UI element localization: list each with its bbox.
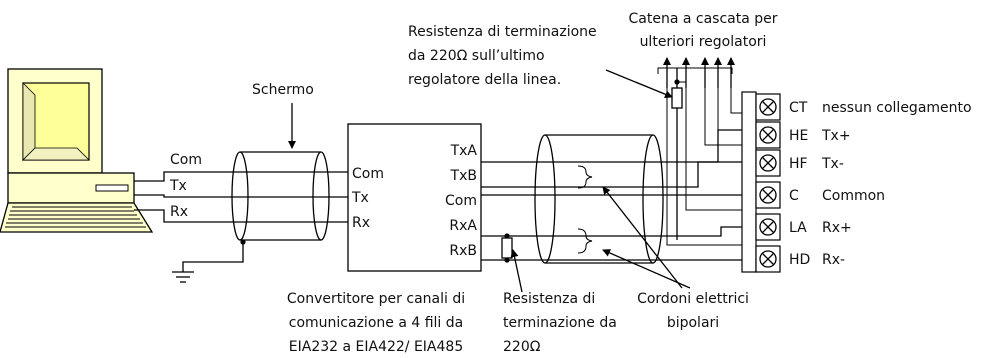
keyboard xyxy=(0,202,154,233)
bus-lines xyxy=(481,129,742,261)
converter-caption-line3: EIA232 a EIA422/ EIA485 xyxy=(289,339,463,355)
term-top-line2: da 220Ω sull’ultimo xyxy=(408,48,545,64)
terminal-la-function: Rx+ xyxy=(822,220,852,236)
conv-left-tx: Tx xyxy=(351,190,369,206)
cables-caption-line1: Cordoni elettrici xyxy=(637,291,749,307)
terminal-block xyxy=(741,91,781,273)
conv-left-com: Com xyxy=(352,166,384,182)
ground-symbol xyxy=(172,239,246,283)
pc-computer xyxy=(0,68,154,233)
converter-box xyxy=(347,123,482,272)
terminal-ct-code: CT xyxy=(789,100,808,116)
termination-resistor-bottom xyxy=(501,233,513,263)
term-top-arrow xyxy=(605,69,673,99)
converter-caption-line2: comunicazione a 4 fili da xyxy=(289,315,463,331)
term-top-line3: regolatore della linea. xyxy=(408,72,561,88)
cable-shield-left xyxy=(231,151,330,241)
conv-right-txb: TxB xyxy=(450,168,477,184)
terminal-ct-function: nessun collegamento xyxy=(822,100,972,116)
shield-label: Schermo xyxy=(252,82,314,98)
terminal-hf-code: HF xyxy=(789,156,808,172)
pair-brace-tx xyxy=(577,165,593,189)
pair-brace-rx xyxy=(577,228,593,254)
terminal-la-code: LA xyxy=(789,220,807,236)
cables-arrow-lower xyxy=(602,249,691,289)
cables-arrow-upper xyxy=(602,186,683,289)
term-bottom-line2: terminazione da xyxy=(503,315,617,331)
conv-right-com: Com xyxy=(445,193,477,209)
terminal-screws xyxy=(755,93,781,273)
daisy-chain-arrows xyxy=(657,57,735,88)
terminal-he-code: HE xyxy=(789,128,808,144)
conv-left-rx: Rx xyxy=(352,215,370,231)
term-bottom-line3: 220Ω xyxy=(503,339,541,355)
term-top-line1: Resistenza di terminazione xyxy=(408,24,597,40)
converter-caption-line1: Convertitore per canali di xyxy=(287,291,465,307)
terminal-hd-function: Rx- xyxy=(822,252,845,268)
terminal-c-function: Common xyxy=(822,188,885,204)
conv-right-rxa: RxA xyxy=(449,218,477,234)
pc-label-rx: Rx xyxy=(170,204,188,220)
cables-caption-line2: bipolari xyxy=(667,315,719,331)
terminal-labels: CT nessun collegamento HE Tx+ HF Tx- C C… xyxy=(789,100,972,268)
terminal-c-code: C xyxy=(789,188,799,204)
daisy-chain-line2: ulteriori regolatori xyxy=(640,34,767,50)
cable-shield-right xyxy=(534,134,664,264)
term-bottom-line1: Resistenza di xyxy=(503,291,595,307)
pc-wires xyxy=(134,171,348,223)
pc-label-tx: Tx xyxy=(169,178,187,194)
daisy-chain-wiring xyxy=(666,88,742,246)
pc-label-com: Com xyxy=(170,152,202,168)
term-bottom-arrow xyxy=(510,249,523,293)
terminal-he-function: Tx+ xyxy=(821,128,851,144)
conv-right-txa: TxA xyxy=(450,143,478,159)
daisy-chain-line1: Catena a cascata per xyxy=(628,11,777,27)
terminal-hd-code: HD xyxy=(789,252,810,268)
terminal-hf-function: Tx- xyxy=(821,156,844,172)
termination-resistor-top xyxy=(671,68,687,240)
conv-right-rxb: RxB xyxy=(449,243,477,259)
